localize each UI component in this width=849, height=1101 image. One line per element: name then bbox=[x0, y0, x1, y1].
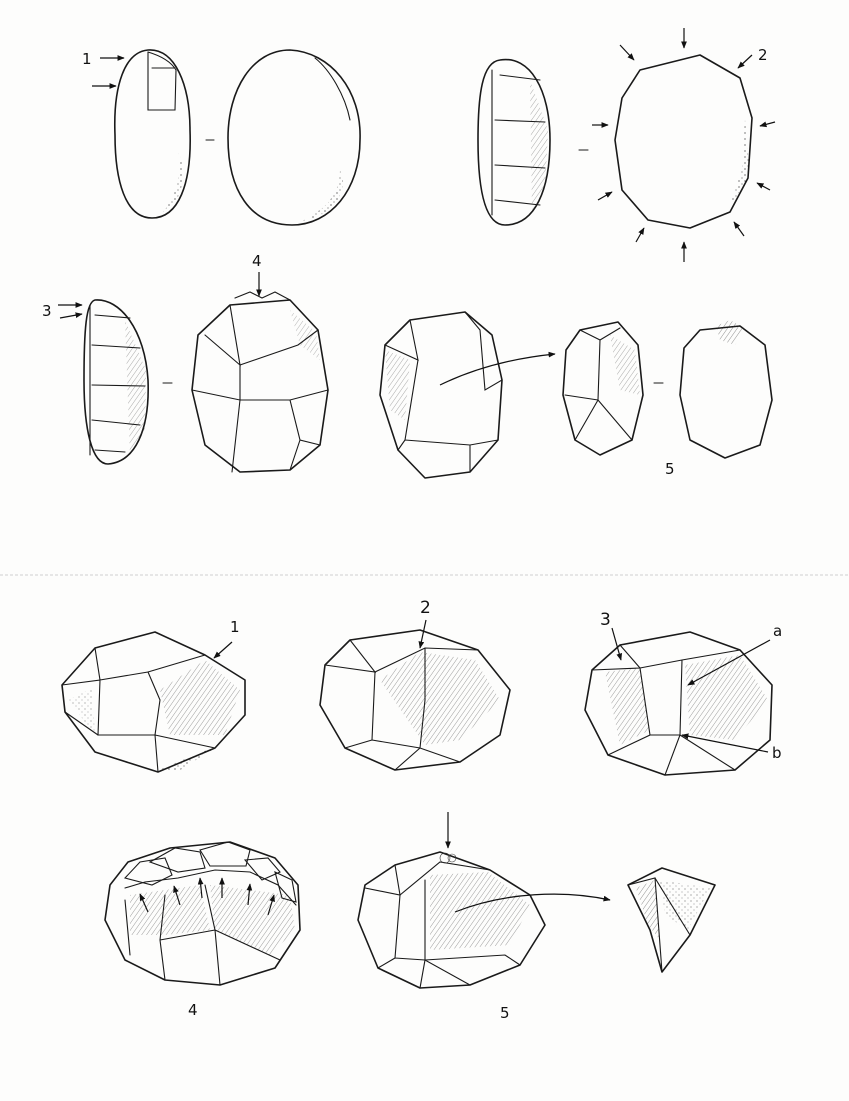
figure-label-3: 3 bbox=[600, 610, 611, 630]
annotation-b: b bbox=[772, 744, 782, 762]
blow-arrow-icon bbox=[60, 314, 82, 318]
blow-arrow-icon bbox=[420, 620, 426, 648]
figure-label-5: 5 bbox=[500, 1004, 510, 1022]
blow-arrow-icon bbox=[214, 642, 232, 658]
lower-figure-3: 3 a b bbox=[585, 610, 782, 775]
blow-arrow-icon bbox=[612, 628, 621, 660]
figure-label-3: 3 bbox=[42, 302, 52, 320]
figure-label-5: 5 bbox=[665, 460, 675, 478]
figure-label-1: 1 bbox=[230, 618, 240, 636]
upper-figure-2: 2 bbox=[478, 28, 775, 262]
annotation-a: a bbox=[773, 622, 782, 640]
figure-label-1: 1 bbox=[82, 50, 92, 68]
lower-figure-2: 2 bbox=[320, 598, 510, 770]
figure-label-4: 4 bbox=[252, 252, 262, 270]
figure-label-2: 2 bbox=[420, 598, 431, 618]
lower-figure-1: 1 bbox=[62, 618, 245, 772]
upper-figure-4: 4 bbox=[192, 252, 328, 472]
figure-label-4: 4 bbox=[188, 1001, 198, 1019]
figure-label-2: 2 bbox=[758, 46, 768, 64]
upper-figure-5: 5 bbox=[380, 312, 772, 478]
lower-figure-4: 4 bbox=[105, 842, 300, 1019]
upper-figure-1: 1 bbox=[82, 50, 360, 225]
lower-figure-5: 5 bbox=[358, 812, 715, 1022]
upper-figure-3: 3 bbox=[42, 300, 172, 464]
